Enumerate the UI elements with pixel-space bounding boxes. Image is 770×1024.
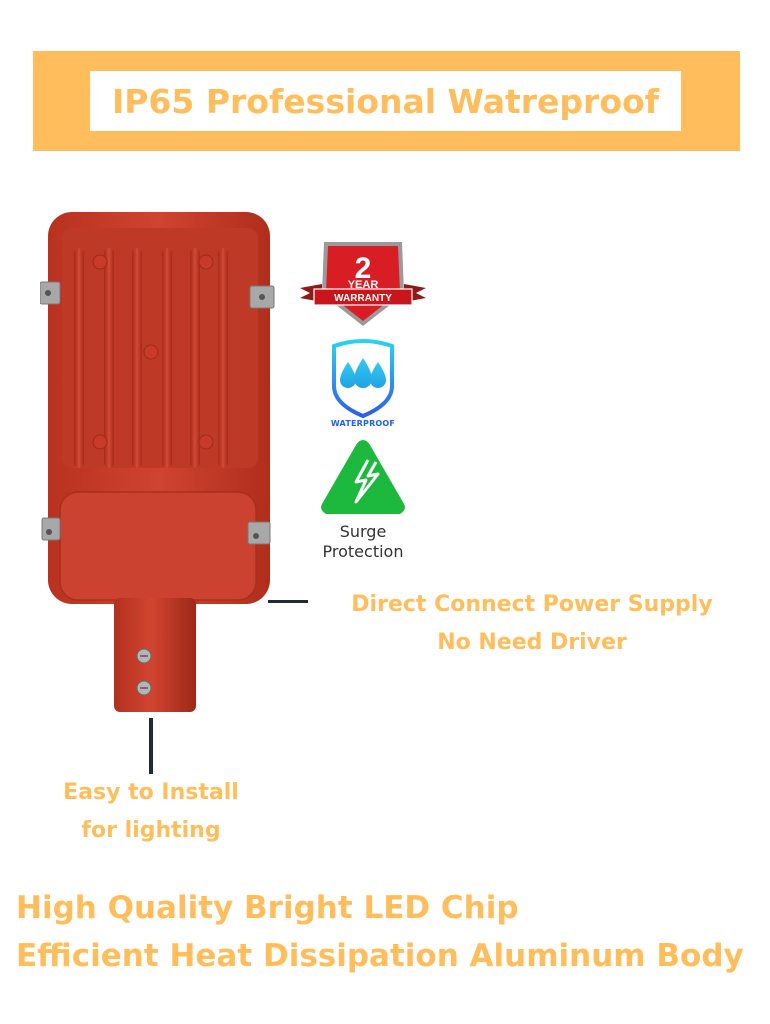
power-supply-callout: Direct Connect Power Supply No Need Driv… <box>322 586 742 662</box>
surge-protection-label: Surge Protection <box>310 522 416 562</box>
waterproof-label: WATERPROOF <box>330 419 396 428</box>
svg-text:YEAR: YEAR <box>348 279 379 291</box>
warranty-shield-icon: 2 YEAR WARRANTY <box>300 242 426 326</box>
install-callout: Easy to Install for lighting <box>40 774 262 850</box>
feature-item: Efficient Heat Dissipation Aluminum Body <box>16 938 744 974</box>
page-title: IP65 Professional Watreproof <box>111 81 660 121</box>
svg-text:2: 2 <box>355 252 372 285</box>
install-callout-line <box>149 718 153 774</box>
power-callout-line1: Direct Connect Power Supply <box>351 592 713 617</box>
install-callout-line2: for lighting <box>81 818 221 843</box>
svg-text:WARRANTY: WARRANTY <box>334 293 392 304</box>
water-drops-shield-icon <box>332 339 394 419</box>
lightning-triangle-icon <box>321 440 405 514</box>
feature-item: High Quality Bright LED Chip <box>16 890 519 926</box>
install-callout-line1: Easy to Install <box>63 780 239 805</box>
product-image <box>40 212 275 712</box>
title-banner-inner: IP65 Professional Watreproof <box>90 71 681 131</box>
power-callout-line <box>268 600 308 603</box>
feature-list: High Quality Bright LED Chip Efficient H… <box>16 884 770 980</box>
power-callout-line2: No Need Driver <box>437 630 627 655</box>
surge-label-line1: Surge <box>339 522 387 541</box>
title-banner: IP65 Professional Watreproof <box>33 51 740 151</box>
surge-label-line2: Protection <box>322 542 404 561</box>
